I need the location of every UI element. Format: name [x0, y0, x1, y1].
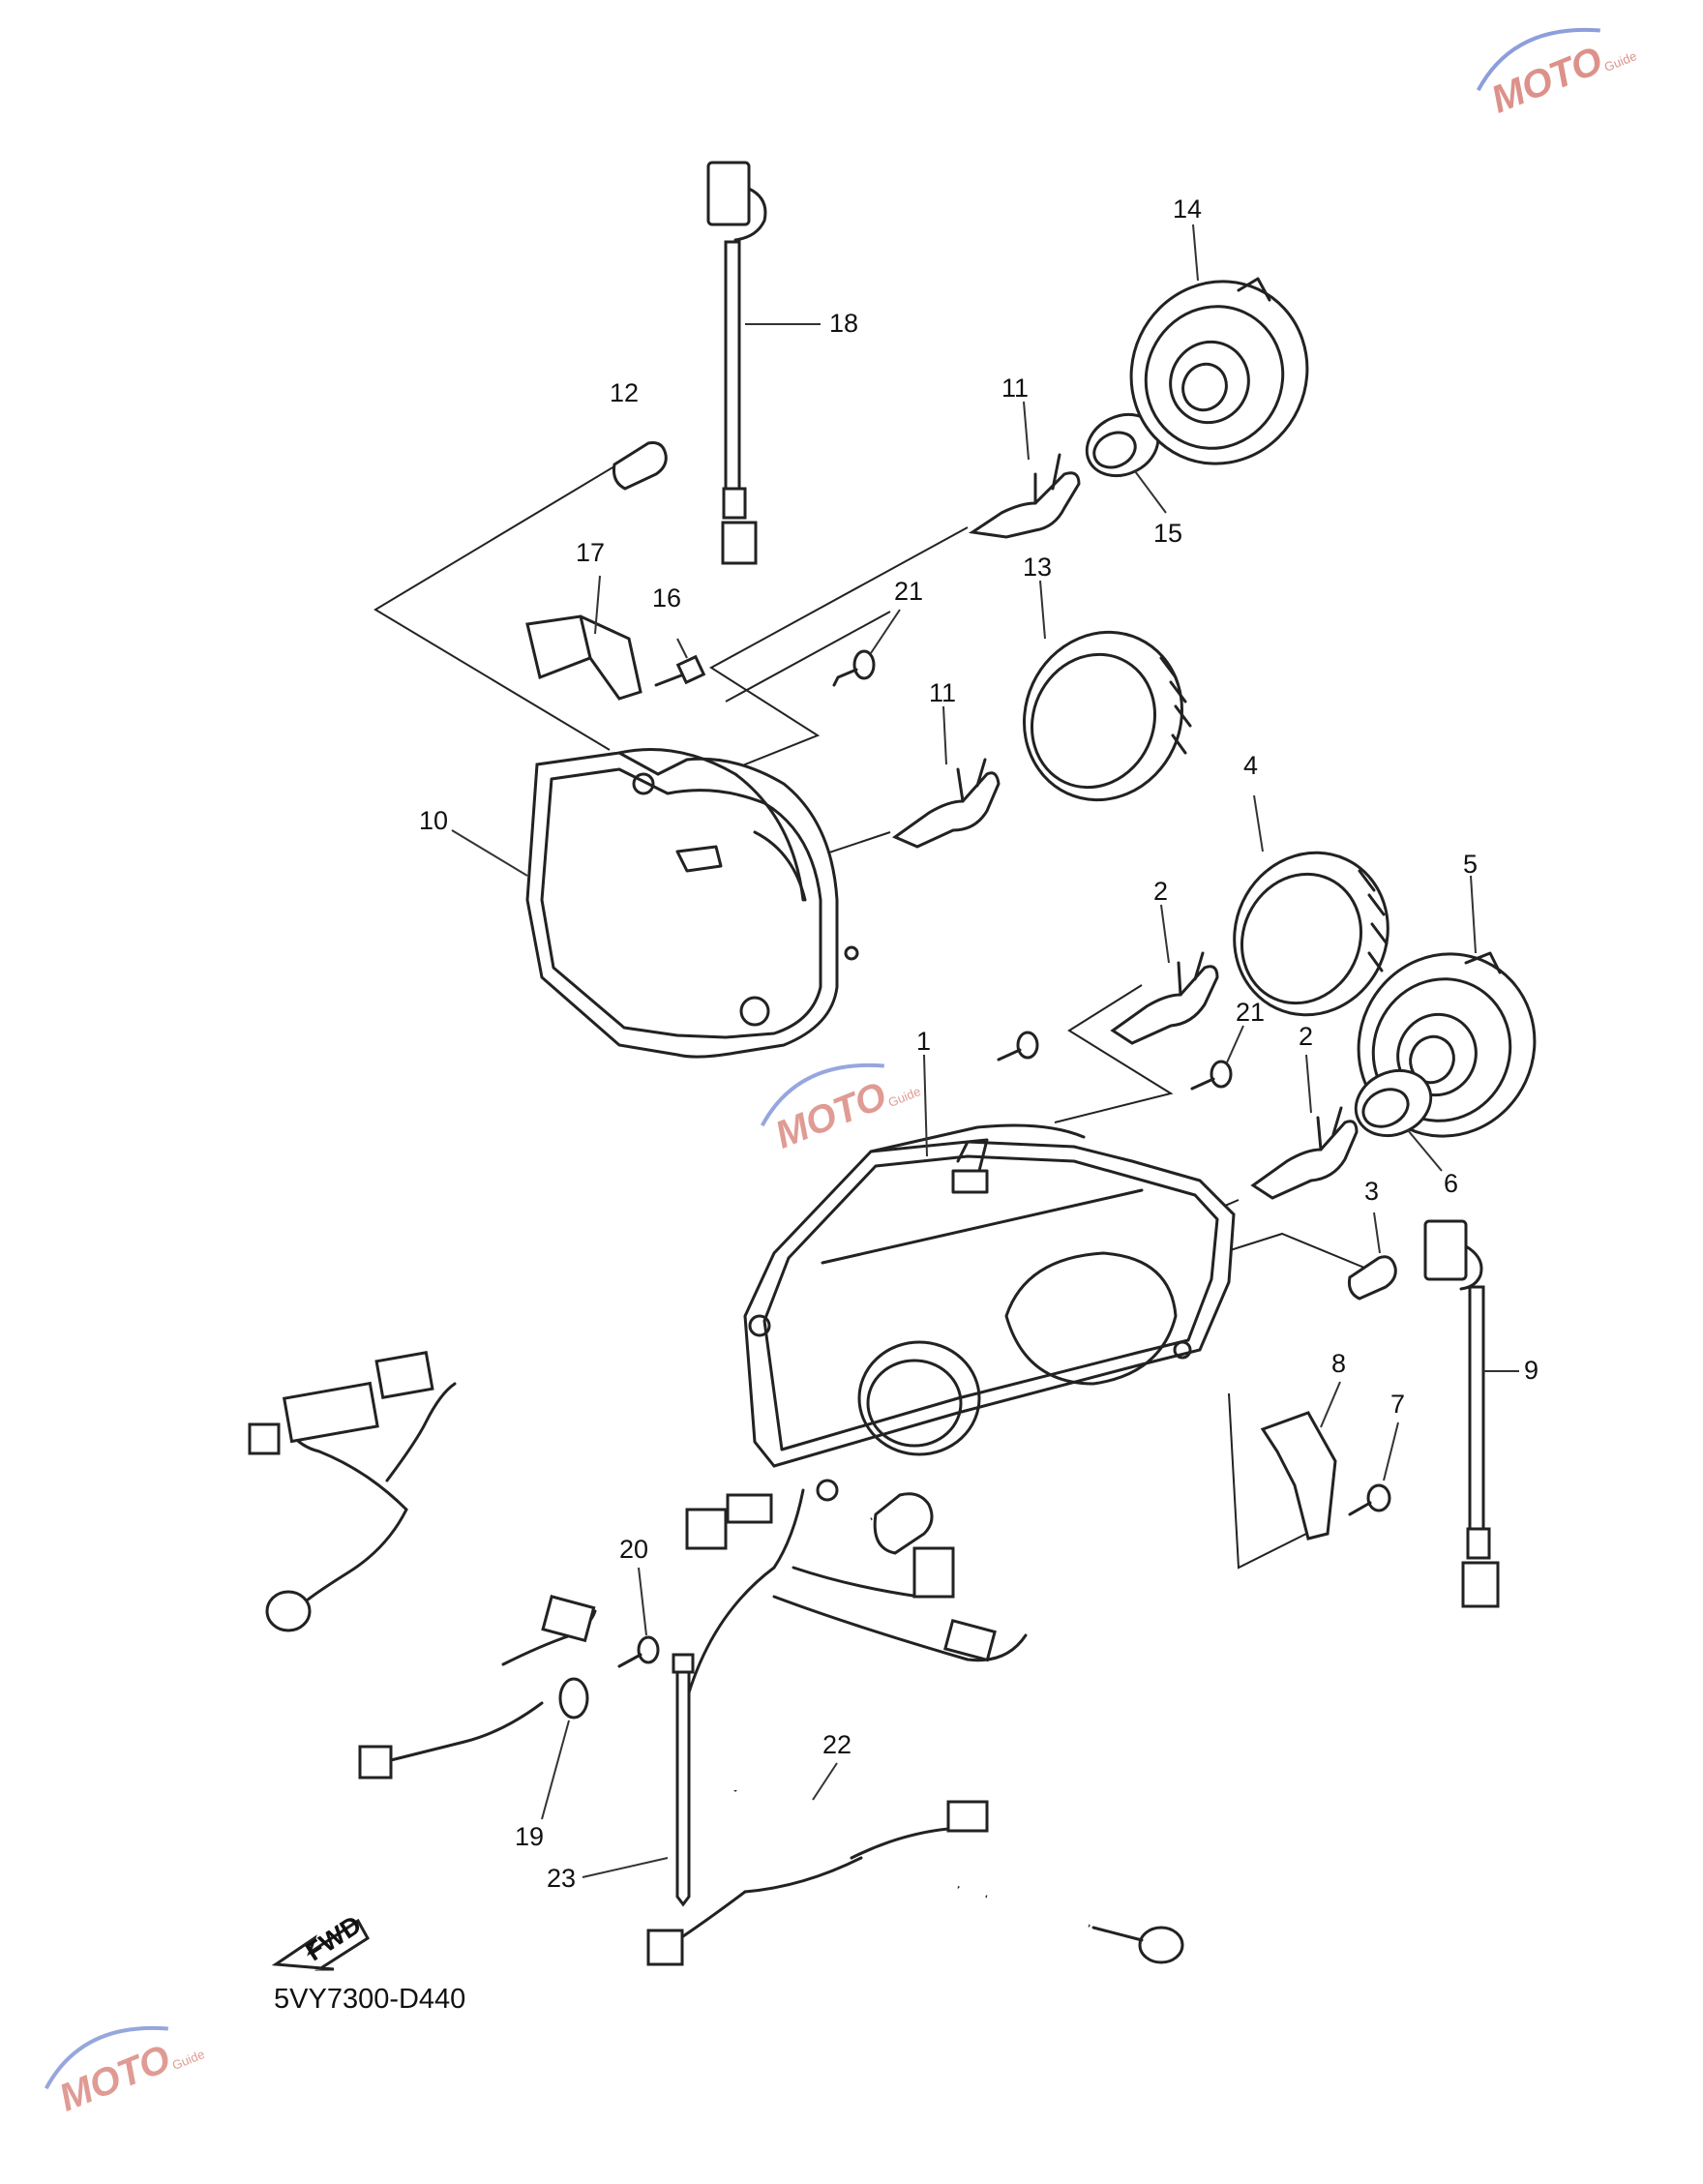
part-10-headlight-housing: [451, 748, 859, 1059]
label-part-7: 7: [1390, 1390, 1405, 1419]
part-12-bulb: [612, 441, 668, 491]
part-8-bracket: [1260, 1381, 1341, 1541]
part-9-sensor-lead: [1423, 1219, 1519, 1608]
label-part-20: 20: [619, 1535, 648, 1564]
part-18-sensor-lead: [706, 161, 821, 565]
label-part-15: 15: [1153, 519, 1182, 548]
label-part-2b: 2: [1299, 1022, 1313, 1051]
watermark-bottom-left: MOTO Guide: [44, 2025, 207, 2120]
label-part-18: 18: [829, 309, 858, 338]
part-15-ring: [1085, 412, 1167, 514]
label-part-16: 16: [652, 583, 681, 613]
part-3-bulb: [1348, 1212, 1397, 1301]
part-11-bulb-upper: [968, 401, 1081, 539]
part-17-bracket: [525, 575, 642, 701]
label-part-2a: 2: [1153, 877, 1168, 906]
label-part-19: 19: [515, 1822, 544, 1851]
part-16-bolt: [654, 638, 706, 687]
part-code: 5VY7300-D440: [274, 1984, 465, 2015]
part-11-bulb-lower: [891, 705, 1001, 849]
part-22-wire-harness: [248, 1351, 1184, 1966]
part-4-socket-ring: [1233, 794, 1389, 1017]
svg-text:Guide: Guide: [170, 2047, 207, 2073]
svg-text:MOTO: MOTO: [769, 1074, 892, 1156]
svg-text:MOTO: MOTO: [1485, 39, 1608, 121]
label-part-10: 10: [419, 806, 448, 835]
label-part-17: 17: [576, 538, 605, 567]
svg-text:Guide: Guide: [1602, 48, 1639, 75]
part-13-socket-ring: [1023, 580, 1192, 802]
svg-text:MOTO: MOTO: [53, 2037, 176, 2119]
part-21-screw-lower: [1190, 1025, 1244, 1091]
label-part-21a: 21: [894, 577, 923, 606]
label-part-22: 22: [822, 1730, 852, 1759]
part-14-dust-cover: [1129, 224, 1309, 465]
part-2-bulb-a: [1110, 904, 1219, 1045]
label-part-21b: 21: [1236, 998, 1265, 1027]
part-1-headlight-unit: [743, 1054, 1236, 1468]
screw-lower-left: [997, 1031, 1039, 1062]
part-6-ring: [1354, 1068, 1443, 1172]
fwd-arrow: FWD: [271, 1910, 370, 1971]
svg-text:Guide: Guide: [886, 1084, 923, 1110]
part-7-bolt: [1348, 1421, 1399, 1516]
label-part-11a: 11: [1001, 374, 1029, 403]
label-part-13: 13: [1023, 553, 1052, 582]
label-part-14: 14: [1173, 194, 1202, 224]
part-20-screw: [617, 1567, 660, 1668]
label-part-11b: 11: [929, 678, 956, 707]
label-part-8: 8: [1331, 1349, 1346, 1378]
watermark-center: MOTO Guide: [760, 1062, 923, 1157]
label-part-6: 6: [1444, 1169, 1458, 1198]
part-21-screw-upper: [832, 609, 901, 687]
label-part-1: 1: [916, 1027, 931, 1056]
callout-labels: 1 2 2 3 4 5 6 7 8 9 10 11 11 12 13 14 15…: [419, 194, 1539, 1893]
label-part-12: 12: [610, 378, 639, 407]
label-part-5: 5: [1463, 850, 1478, 879]
part-23-cable-tie: [582, 1653, 695, 1907]
label-part-3: 3: [1364, 1177, 1379, 1206]
part-19-clamp: [541, 1677, 589, 1820]
label-part-4: 4: [1243, 751, 1258, 780]
part-2-bulb-b: [1250, 1054, 1359, 1200]
label-part-23: 23: [547, 1864, 576, 1893]
watermark-top-right: MOTO Guide: [1476, 27, 1639, 122]
label-part-9: 9: [1524, 1356, 1539, 1385]
